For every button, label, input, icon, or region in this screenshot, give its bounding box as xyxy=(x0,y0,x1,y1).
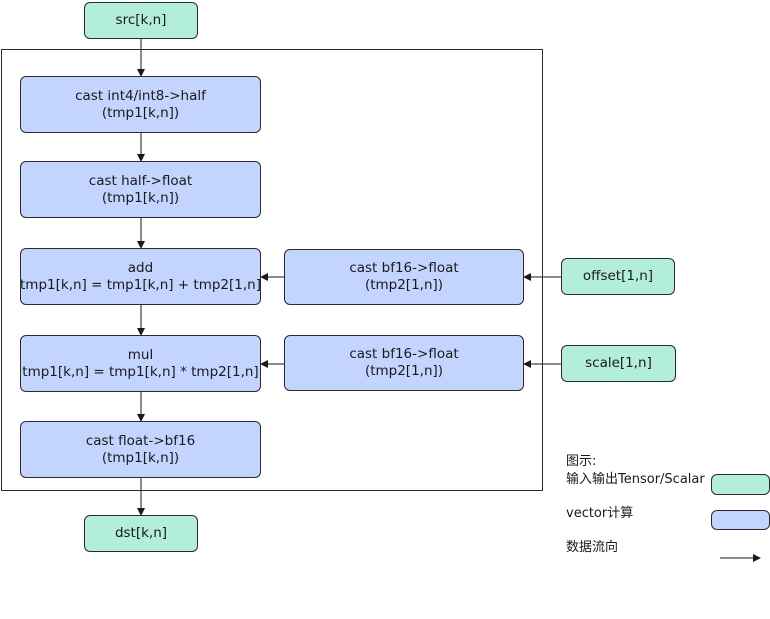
vector-compute-frame xyxy=(1,49,543,491)
offset-node: offset[1,n] xyxy=(561,258,675,295)
mul-label: mul xyxy=(127,346,154,363)
scale-cast-sublabel: (tmp2[1,n]) xyxy=(364,363,444,379)
scale-cast-label: cast bf16->float xyxy=(349,346,459,362)
cast-bf16-label: cast float->bf16 xyxy=(85,432,196,449)
legend-vector-label: vector计算 xyxy=(566,506,634,521)
mul-formula: tmp1[k,n] = tmp1[k,n] * tmp2[1,n] xyxy=(22,363,259,380)
mul-node: mul tmp1[k,n] = tmp1[k,n] * tmp2[1,n] xyxy=(20,335,261,392)
cast-int4-node: cast int4/int8->half (tmp1[k,n]) xyxy=(20,76,261,133)
cast-half-sublabel: (tmp1[k,n]) xyxy=(101,189,180,206)
src-label: src[k,n] xyxy=(115,12,167,28)
legend-flow-label: 数据流向 xyxy=(566,540,619,555)
cast-bf16-node: cast float->bf16 (tmp1[k,n]) xyxy=(20,421,261,478)
legend-io-swatch xyxy=(711,474,770,495)
src-node: src[k,n] xyxy=(84,2,198,39)
cast-int4-sublabel: (tmp1[k,n]) xyxy=(101,104,180,121)
scale-cast-node: cast bf16->float (tmp2[1,n]) xyxy=(284,335,524,391)
scale-node: scale[1,n] xyxy=(561,345,676,382)
dst-label: dst[k,n] xyxy=(114,525,168,541)
legend-vector-swatch xyxy=(711,510,770,530)
offset-cast-sublabel: (tmp2[1,n]) xyxy=(364,277,444,293)
cast-bf16-sublabel: (tmp1[k,n]) xyxy=(101,449,180,466)
dst-node: dst[k,n] xyxy=(84,515,198,552)
add-formula: tmp1[k,n] = tmp1[k,n] + tmp2[1,n] xyxy=(20,276,261,293)
add-node: add tmp1[k,n] = tmp1[k,n] + tmp2[1,n] xyxy=(20,248,261,305)
cast-int4-label: cast int4/int8->half xyxy=(75,87,206,104)
cast-half-node: cast half->float (tmp1[k,n]) xyxy=(20,161,261,218)
offset-cast-label: cast bf16->float xyxy=(349,260,459,276)
add-label: add xyxy=(127,259,154,276)
scale-label: scale[1,n] xyxy=(585,355,652,371)
legend-io-label: 输入输出Tensor/Scalar xyxy=(566,472,705,487)
offset-label: offset[1,n] xyxy=(582,268,654,284)
offset-cast-node: cast bf16->float (tmp2[1,n]) xyxy=(284,249,524,305)
cast-half-label: cast half->float xyxy=(88,172,193,189)
legend-title: 图示: xyxy=(566,454,597,469)
